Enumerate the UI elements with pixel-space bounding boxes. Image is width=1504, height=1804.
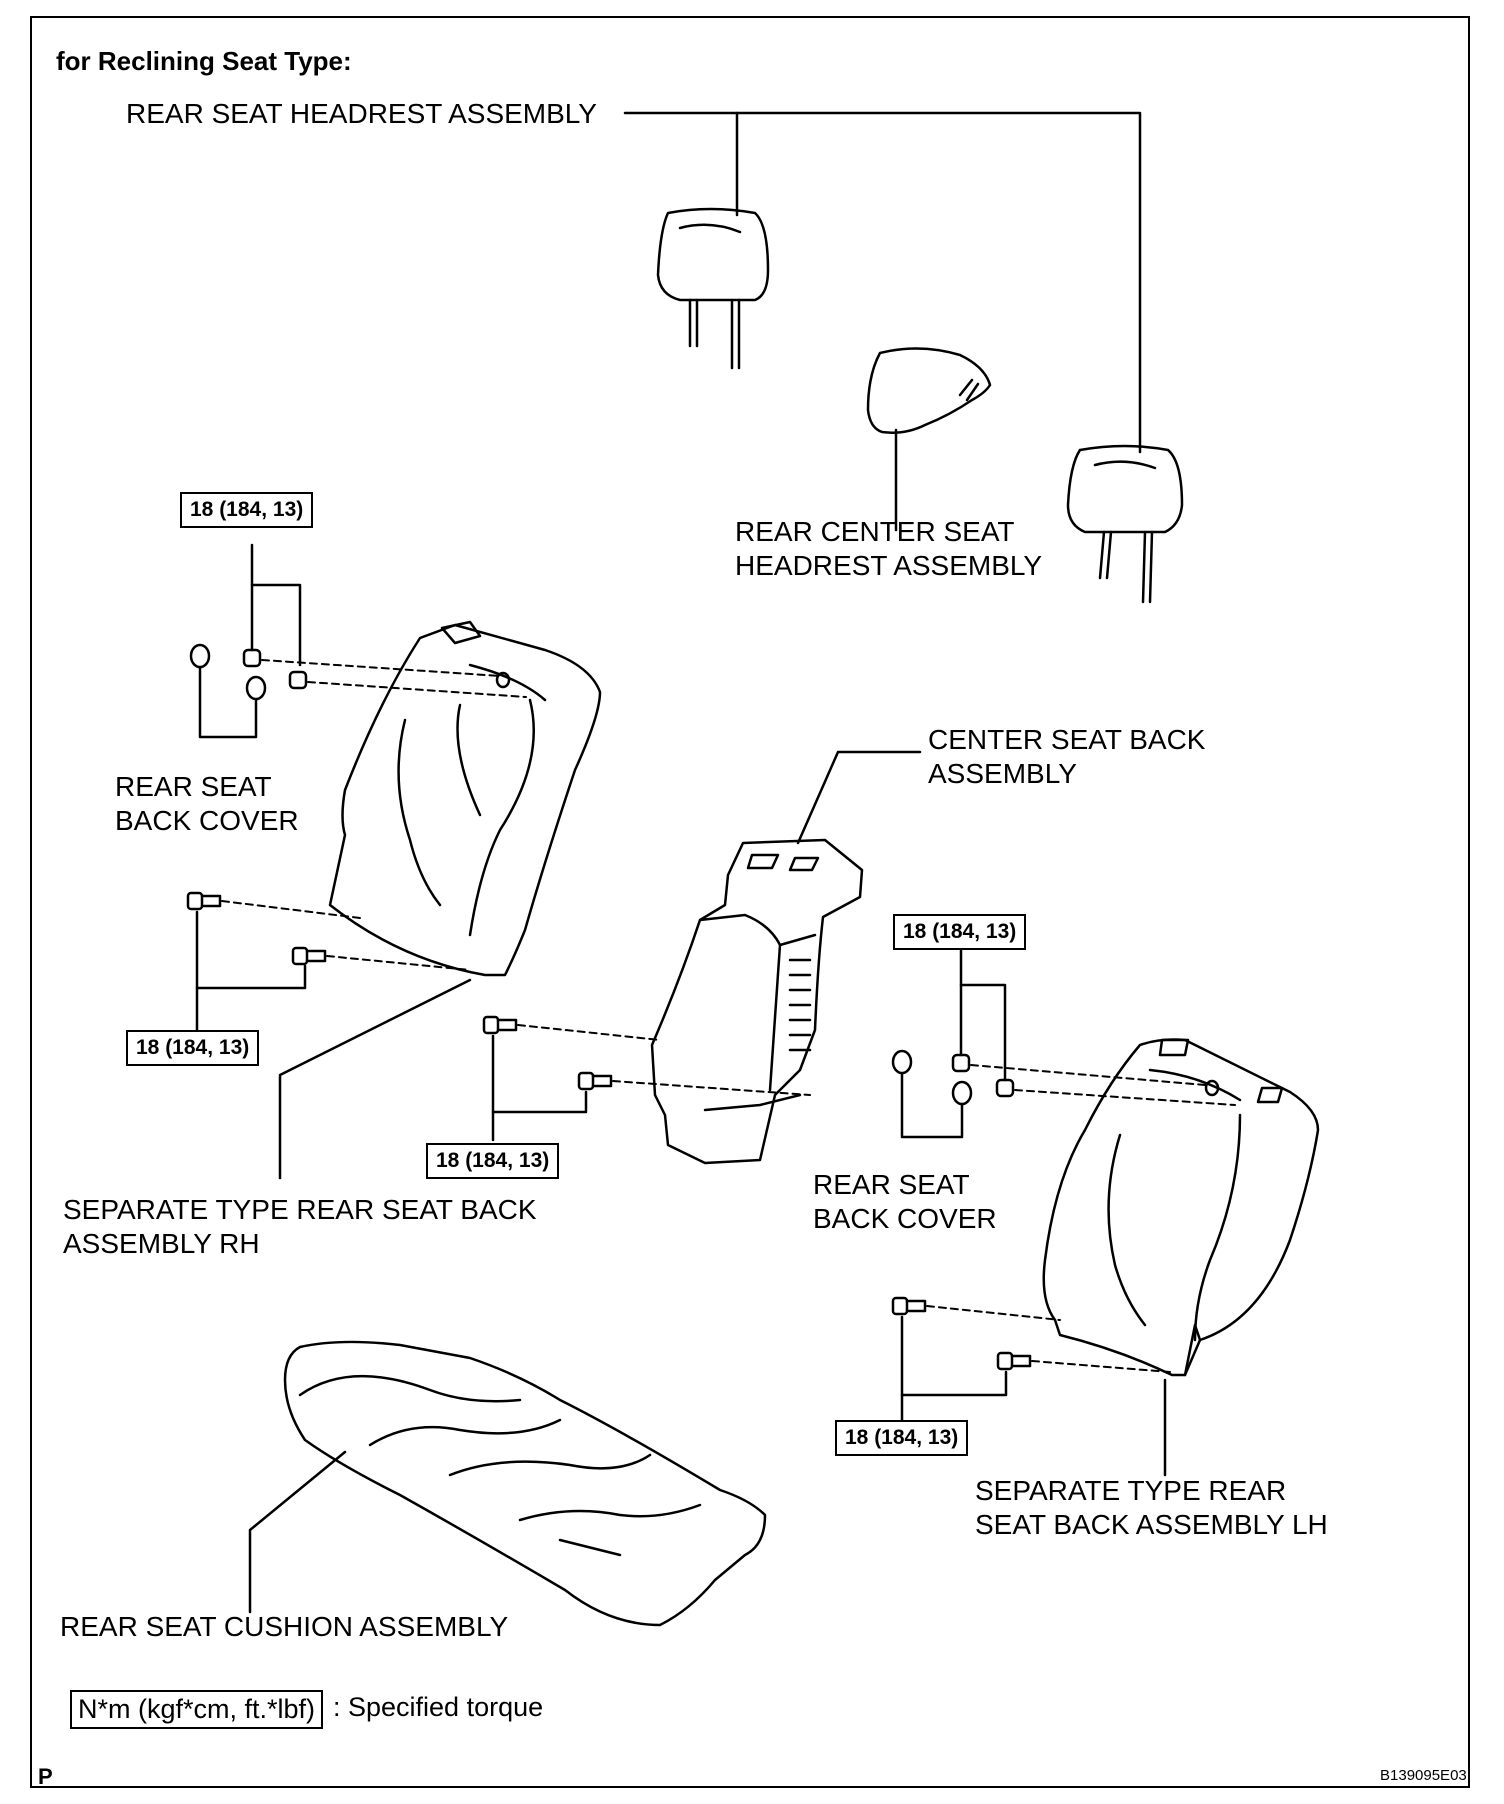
rh-seat-back — [328, 620, 602, 977]
footer-figure-id: B139095E03 — [1380, 1767, 1467, 1784]
label-rear-seat-headrest: REAR SEAT HEADREST ASSEMBLY — [126, 98, 597, 129]
torque-legend-text: : Specified torque — [333, 1692, 544, 1722]
center-bolts — [482, 1015, 613, 1142]
rh-lower-dashed — [221, 900, 471, 971]
rh-upper-dashed — [261, 659, 527, 698]
rh-nuts — [242, 648, 308, 690]
lh-lower-bolts — [891, 1296, 1032, 1427]
rh-lower-bolts — [186, 891, 327, 1032]
label-rear-center-headrest: REAR CENTER SEAT HEADREST ASSEMBLY — [735, 516, 1043, 581]
headrest-leader-lines — [623, 111, 1142, 454]
diagram-frame — [30, 16, 1470, 1788]
right-headrest — [1066, 444, 1184, 604]
label-separate-seat-back-rh: SEPARATE TYPE REAR SEAT BACK ASSEMBLY RH — [63, 1194, 537, 1259]
label-rear-seat-back-cover-lh: REAR SEAT BACK COVER — [813, 1169, 997, 1234]
left-headrest — [656, 207, 770, 370]
center-headrest — [866, 347, 992, 434]
torque-badge-lh-lower: 18 (184, 13) — [835, 1420, 969, 1456]
lh-upper-dashed — [970, 1064, 1236, 1106]
rh-upper-torque-leader — [250, 543, 302, 667]
torque-badge-rh-upper: 18 (184, 13) — [180, 492, 314, 528]
center-dashed — [517, 1024, 811, 1096]
lh-seat-back — [1042, 1038, 1320, 1377]
label-rear-seat-cushion: REAR SEAT CUSHION ASSEMBLY — [60, 1611, 509, 1642]
rh-seat-back-leader — [278, 978, 472, 1180]
lh-nuts — [951, 1053, 1015, 1098]
footer-page-marker: P — [38, 1764, 53, 1789]
label-separate-seat-back-lh: SEPARATE TYPE REAR SEAT BACK ASSEMBLY LH — [975, 1475, 1328, 1540]
label-center-seat-back: CENTER SEAT BACK ASSEMBLY — [928, 724, 1206, 789]
torque-badge-center: 18 (184, 13) — [426, 1143, 560, 1179]
rear-seat-cushion — [283, 1340, 767, 1627]
lh-upper-torque-leader — [959, 948, 1007, 1082]
page-title: for Reclining Seat Type: — [56, 46, 352, 76]
label-rear-seat-back-cover-rh: REAR SEAT BACK COVER — [115, 771, 299, 836]
rh-cover-caps — [189, 643, 267, 739]
center-seat-back-leader — [796, 750, 922, 845]
torque-badge-lh-upper: 18 (184, 13) — [893, 914, 1027, 950]
torque-legend-box: N*m (kgf*cm, ft.*lbf) — [70, 1690, 324, 1729]
lh-lower-dashed — [926, 1305, 1171, 1373]
lh-cover-caps — [891, 1049, 973, 1139]
cushion-leader — [248, 1450, 347, 1614]
torque-badge-rh-lower: 18 (184, 13) — [126, 1030, 260, 1066]
center-seat-back — [650, 838, 864, 1165]
